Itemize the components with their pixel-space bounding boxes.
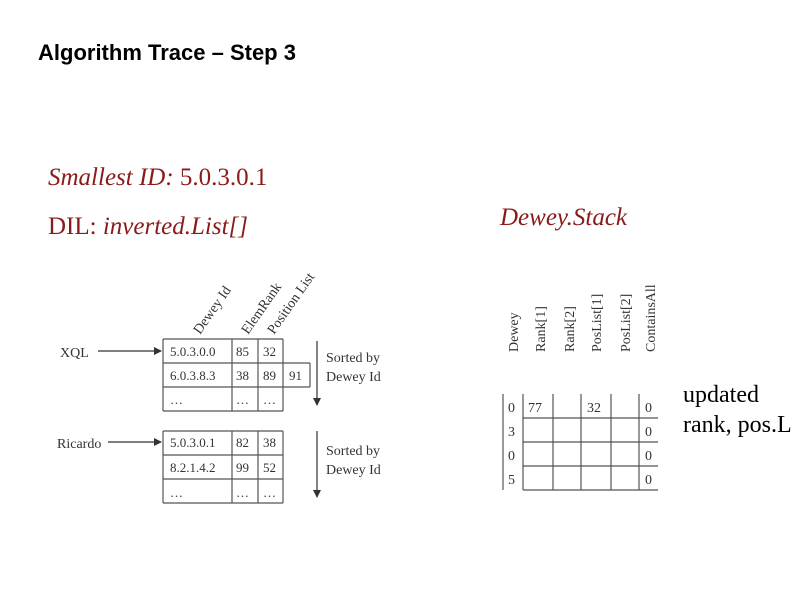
ricardo-sorted-label-2: Dewey Id [326, 463, 381, 478]
stack-row4-dewey: 5 [508, 473, 515, 488]
stack-header-containsall: ContainsAll [644, 284, 659, 352]
il-header-dewey-id: Dewey Id [191, 284, 235, 338]
xql-table-grid [162, 338, 311, 412]
stack-header-poslist2: PosList[2] [619, 294, 634, 352]
stack-row1-rank1: 77 [528, 401, 542, 416]
stack-row3-dewey: 0 [508, 449, 515, 464]
smallest-id-label: Smallest ID: [48, 164, 174, 191]
stack-row2-containsall: 0 [645, 425, 652, 440]
xql-row1-dewey: 5.0.3.0.0 [170, 344, 216, 359]
stack-header-rank2: Rank[2] [563, 306, 578, 352]
xql-row2-pos1: 89 [263, 368, 276, 383]
smallest-id-line: Smallest ID: 5.0.3.0.1 [48, 164, 267, 192]
xql-row2-rank: 38 [236, 368, 249, 383]
ricardo-row3-pos1: … [263, 485, 276, 500]
stack-row1-dewey: 0 [508, 401, 515, 416]
slide-title: Algorithm Trace – Step 3 [38, 40, 296, 65]
xql-row1-pos1: 32 [263, 344, 276, 359]
note-line-2: rank, pos.L [683, 412, 792, 438]
xql-row3-rank: … [236, 392, 249, 407]
xql-row3-dewey: … [170, 392, 183, 407]
ricardo-row2-rank: 99 [236, 460, 249, 475]
note-line-1: updated [683, 382, 759, 408]
keyword-xql: XQL [60, 346, 89, 361]
stack-row1-poslist1: 32 [587, 401, 601, 416]
stack-row1-containsall: 0 [645, 401, 652, 416]
xql-row2-dewey: 6.0.3.8.3 [170, 368, 216, 383]
xql-sorted-label-2: Dewey Id [326, 370, 381, 385]
ricardo-table-grid [162, 430, 284, 504]
ricardo-row2-dewey: 8.2.1.4.2 [170, 460, 216, 475]
stack-header-dewey: Dewey [507, 312, 522, 352]
ricardo-row1-rank: 82 [236, 435, 249, 450]
ricardo-row1-pos1: 38 [263, 435, 276, 450]
smallest-id-value: 5.0.3.0.1 [179, 164, 268, 191]
ricardo-row3-rank: … [236, 485, 249, 500]
ricardo-row2-pos1: 52 [263, 460, 276, 475]
ricardo-sorted-label-1: Sorted by [326, 444, 380, 459]
dil-line: DIL: inverted.List[] [48, 213, 248, 241]
dewey-stack-grid [502, 394, 658, 491]
xql-row3-pos1: … [263, 392, 276, 407]
keyword-ricardo: Ricardo [57, 437, 101, 452]
xql-row2-pos2: 91 [289, 368, 302, 383]
xql-row1-rank: 85 [236, 344, 249, 359]
ricardo-row1-dewey: 5.0.3.0.1 [170, 435, 216, 450]
stack-header-rank1: Rank[1] [534, 306, 549, 352]
stack-row2-dewey: 3 [508, 425, 515, 440]
stack-header-poslist1: PosList[1] [590, 294, 605, 352]
update-note: updated rank, pos.L [683, 380, 792, 440]
ricardo-row3-dewey: … [170, 485, 183, 500]
stack-row3-containsall: 0 [645, 449, 652, 464]
dil-value: inverted.List[] [102, 213, 249, 240]
dewey-stack-title: Dewey.Stack [500, 204, 628, 231]
dil-label: DIL: [48, 213, 97, 240]
xql-sorted-label-1: Sorted by [326, 351, 380, 366]
stack-row4-containsall: 0 [645, 473, 652, 488]
